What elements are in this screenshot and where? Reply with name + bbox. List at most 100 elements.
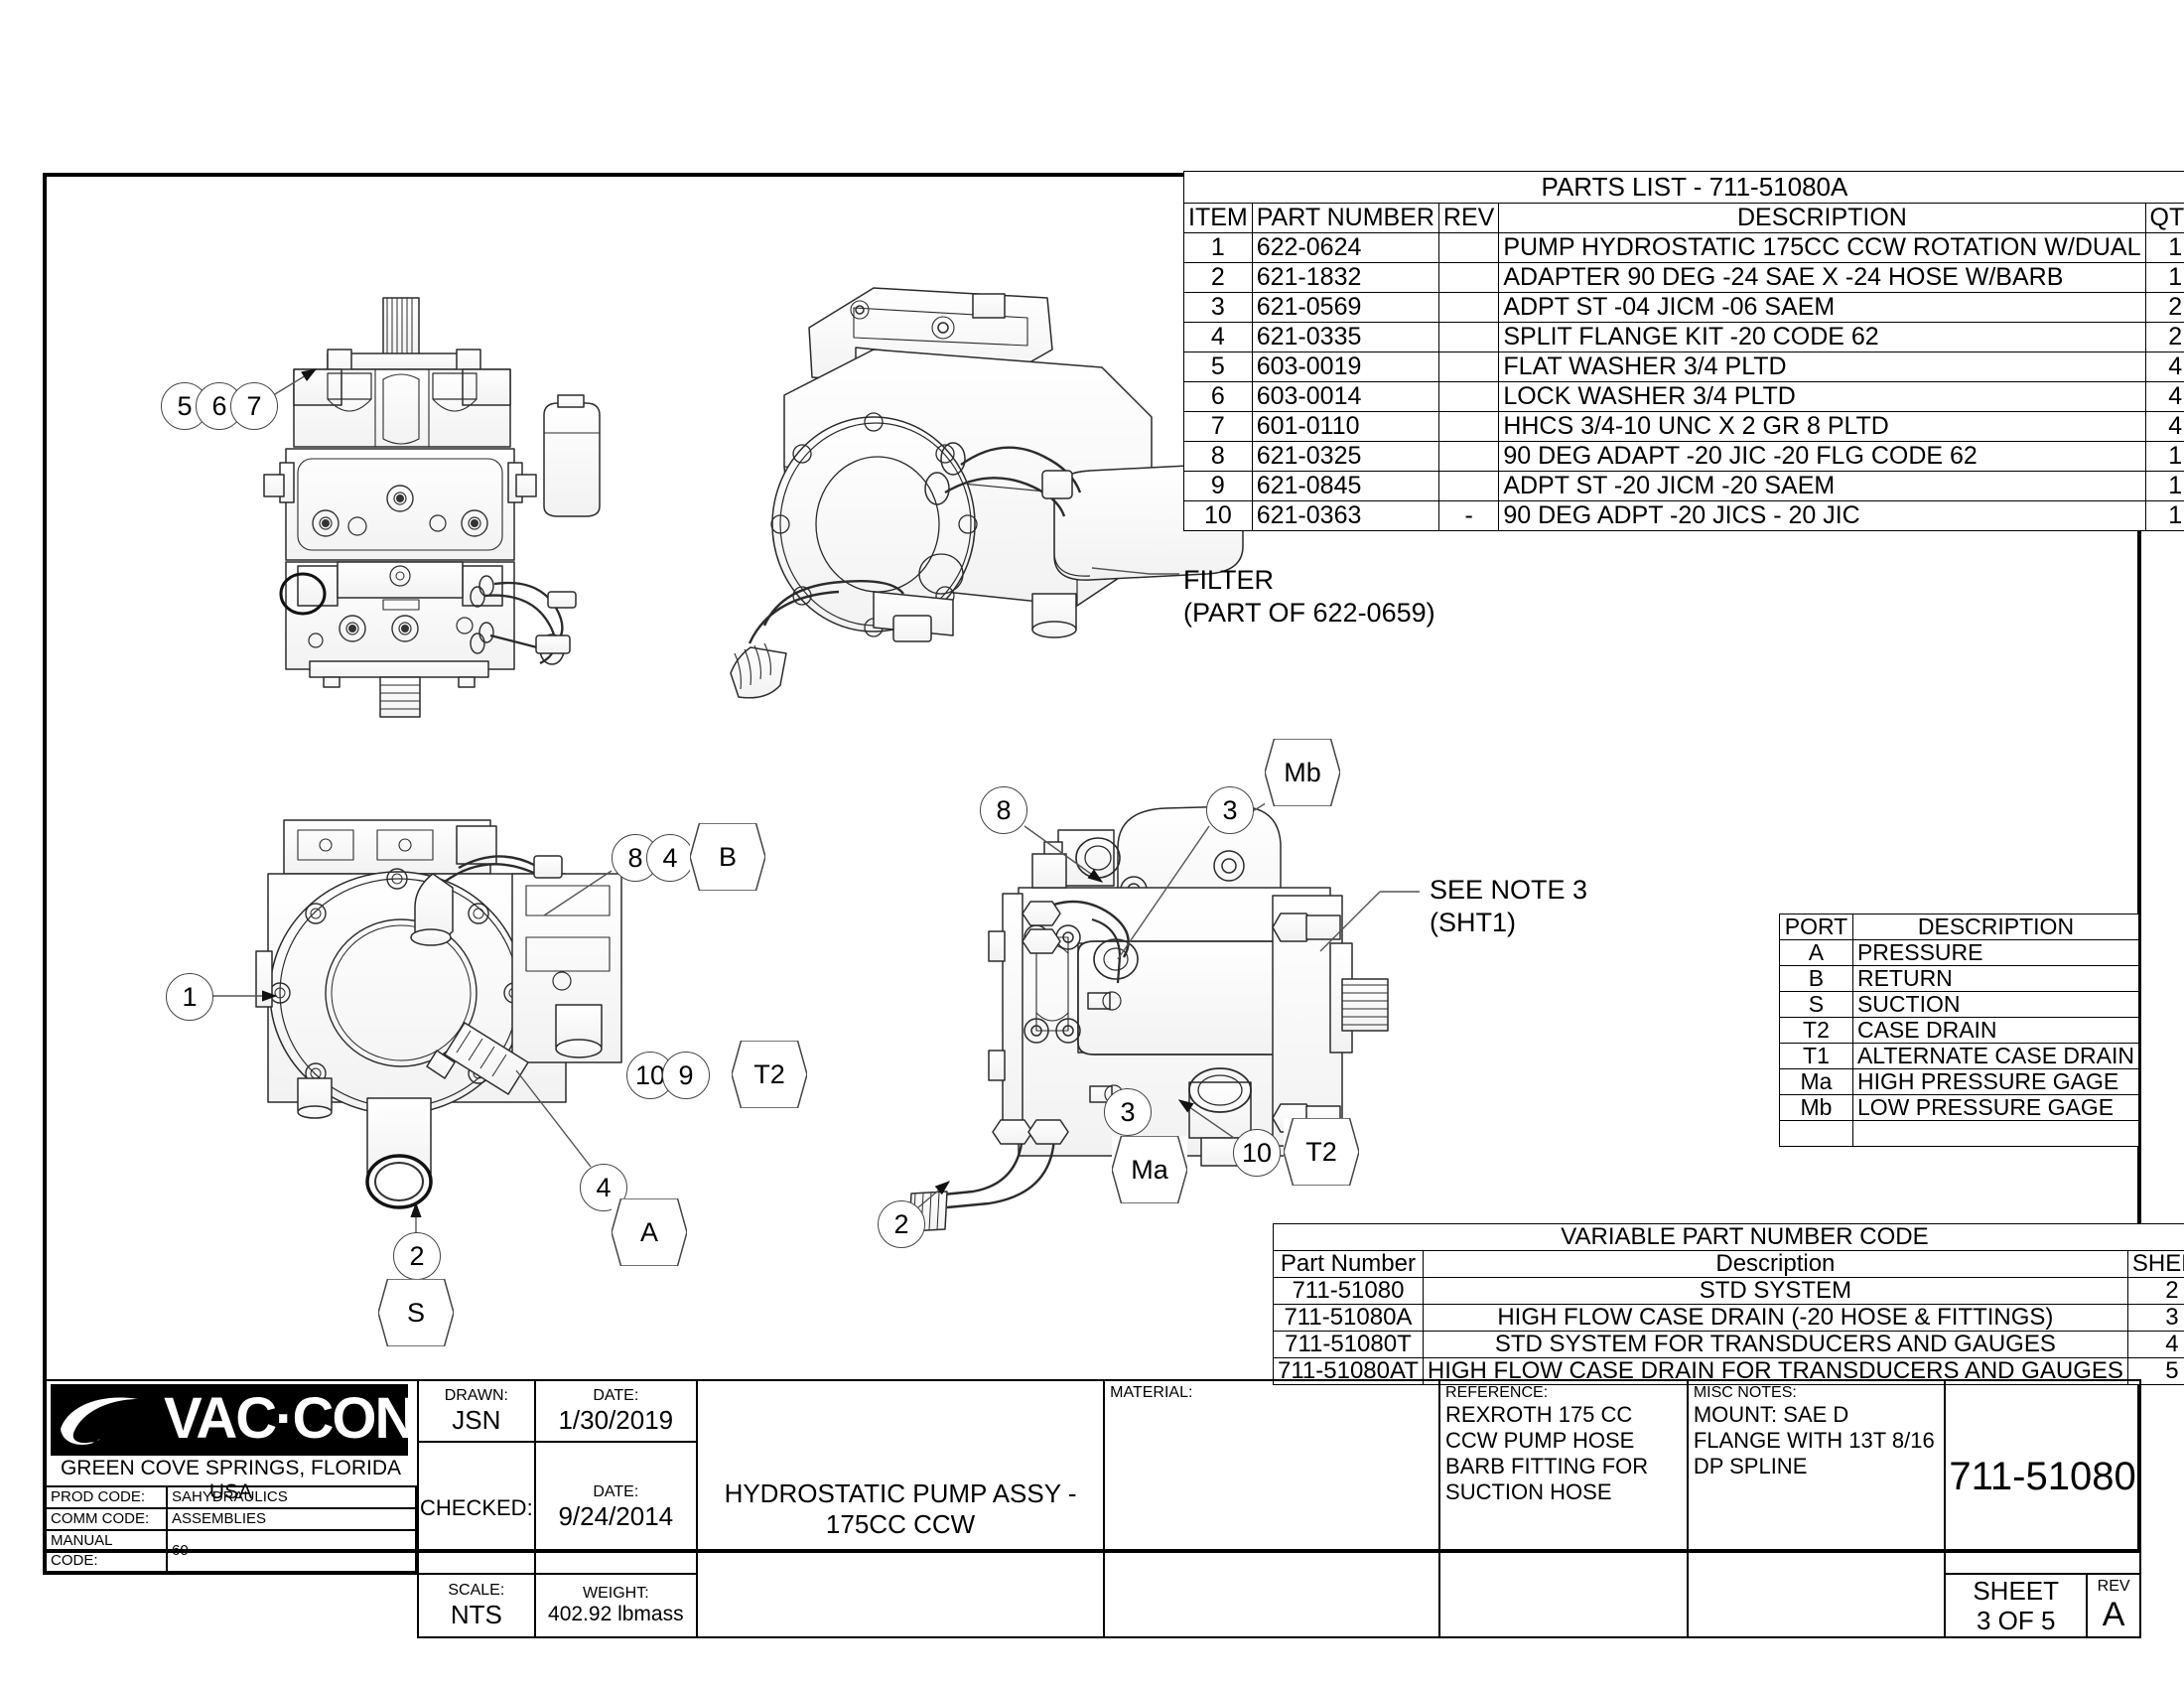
drawn-label: DRAWN:: [444, 1386, 508, 1404]
cell-port-description: RETURN: [1851, 965, 2140, 992]
manual-code-value: 60: [166, 1529, 417, 1573]
cell-rev: [1437, 292, 1500, 323]
weight-label: WEIGHT:: [582, 1585, 649, 1602]
cell-port-description: SUCTION: [1851, 991, 2140, 1018]
cell-port: Mb: [1779, 1094, 1853, 1121]
cell-item: 2: [1183, 262, 1253, 293]
cell-vpn-description: HIGH FLOW CASE DRAIN (-20 HOSE & FITTING…: [1422, 1304, 2128, 1332]
cell-port: T1: [1779, 1043, 1853, 1069]
port-hex-T2: T2: [732, 1041, 807, 1108]
sheet-label: SHEET: [1973, 1576, 2060, 1606]
item-balloon-2: 2: [393, 1232, 441, 1280]
cell-rev: [1437, 232, 1500, 263]
vpn-title: VARIABLE PART NUMBER CODE: [1273, 1223, 2184, 1251]
comm-code-label: COMM CODE:: [45, 1507, 168, 1531]
code-table: PROD CODE: SAHYDRAULICS COMM CODE: ASSEM…: [45, 1485, 417, 1573]
revision-cell: REV A: [2086, 1573, 2141, 1638]
cell-qty: 4: [2144, 381, 2184, 412]
title-block: VAC·CON GREEN COVE SPRINGS, FLORIDA USA …: [43, 1379, 2141, 1638]
cell-rev: [1437, 352, 1500, 382]
cell-qty: 1: [2144, 471, 2184, 501]
prod-code-label: PROD CODE:: [45, 1485, 168, 1509]
cell-part-number: 622-0624: [1251, 232, 1439, 263]
cell-part-number: 621-0335: [1251, 322, 1439, 352]
cell-rev: [1437, 381, 1500, 412]
port-hex-label: Mb: [1284, 757, 1321, 787]
cell-description: FLAT WASHER 3/4 PLTD: [1498, 352, 2146, 382]
item-balloon-2: 2: [878, 1200, 925, 1248]
rev-value: A: [2102, 1595, 2125, 1633]
cell-description: ADPT ST -20 JICM -20 SAEM: [1498, 471, 2146, 501]
reference-value: REXROTH 175 CC CCW PUMP HOSE BARB FITTIN…: [1445, 1402, 1649, 1504]
cell-port: S: [1779, 991, 1853, 1018]
cell-part-number: 621-0363: [1251, 500, 1439, 531]
reference-label: REFERENCE:: [1445, 1384, 1549, 1401]
cell-description: LOCK WASHER 3/4 PLTD: [1498, 381, 2146, 412]
scale-value: NTS: [450, 1599, 502, 1629]
cell-port: Ma: [1779, 1068, 1853, 1095]
view-bottom-left-pump: [255, 819, 622, 1209]
view-top-left-pump: [263, 297, 601, 718]
sheet-number-cell: SHEET 3 OF 5: [1944, 1573, 2089, 1638]
cell-item: 5: [1183, 352, 1253, 382]
scale-label: SCALE:: [448, 1581, 505, 1599]
hexagon-icon: [1112, 1136, 1187, 1203]
drawn-date-value: 1/30/2019: [558, 1404, 674, 1435]
cell-part-number: 621-0569: [1251, 292, 1439, 323]
cell-port: A: [1779, 939, 1853, 966]
col-header-vpn-sheet: SHEET: [2126, 1250, 2184, 1278]
cell-qty: 1: [2144, 500, 2184, 531]
cell-description: SPLIT FLANGE KIT -20 CODE 62: [1498, 322, 2146, 352]
hexagon-icon: [732, 1041, 807, 1108]
weight-value: 402.92 lbmass: [548, 1603, 684, 1625]
col-header-part-number: PART NUMBER: [1251, 203, 1439, 233]
cell-rev: [1437, 262, 1500, 293]
cell-vpn-part-number: 711-51080: [1273, 1277, 1424, 1305]
sheet-value: 3 OF 5: [1976, 1606, 2056, 1635]
cell-qty: 1: [2144, 262, 2184, 293]
cell-port: T2: [1779, 1017, 1853, 1044]
cell-rev: [1437, 441, 1500, 472]
col-header-rev: REV: [1437, 203, 1500, 233]
cell-vpn-sheet: 4: [2126, 1331, 2184, 1358]
misc-notes-cell: MISC NOTES: MOUNT: SAE D FLANGE WITH 13T…: [1686, 1379, 1947, 1638]
item-balloon-10: 10: [1233, 1129, 1281, 1177]
table-row-blank: [1779, 1120, 2140, 1147]
cell-vpn-description: STD SYSTEM: [1422, 1277, 2128, 1305]
cell-item: 1: [1183, 232, 1253, 263]
col-header-vpn-description: Description: [1422, 1250, 2128, 1278]
reference-cell: REFERENCE: REXROTH 175 CC CCW PUMP HOSE …: [1438, 1379, 1689, 1638]
hexagon-icon: [1265, 739, 1340, 806]
cell-vpn-part-number: 711-51080T: [1273, 1331, 1424, 1358]
drawn-by-cell: DRAWN: JSN: [417, 1379, 536, 1443]
cell-item: 9: [1183, 471, 1253, 501]
vpn-header-row: Part NumberDescriptionSHEET: [1273, 1250, 2184, 1278]
cell-port-description: CASE DRAIN: [1851, 1017, 2140, 1044]
cell-qty: 2: [2144, 292, 2184, 323]
cell-item: 10: [1183, 500, 1253, 531]
drawn-date-cell: DATE: 1/30/2019: [533, 1379, 698, 1443]
see-note-3: SEE NOTE 3 (SHT1): [1430, 875, 1588, 937]
cell-part-number: 601-0110: [1251, 411, 1439, 442]
view-top-middle-pump-iso: [730, 287, 1244, 699]
drawing-number: 711-51080: [1944, 1379, 2141, 1575]
cell-description: ADAPTER 90 DEG -24 SAE X -24 HOSE W/BARB: [1498, 262, 2146, 293]
cell-item: 7: [1183, 411, 1253, 442]
item-balloon-7: 7: [230, 382, 278, 430]
cell-qty: 2: [2144, 322, 2184, 352]
item-balloon-1: 1: [166, 973, 213, 1021]
port-hex-Ma: Ma: [1112, 1136, 1187, 1203]
